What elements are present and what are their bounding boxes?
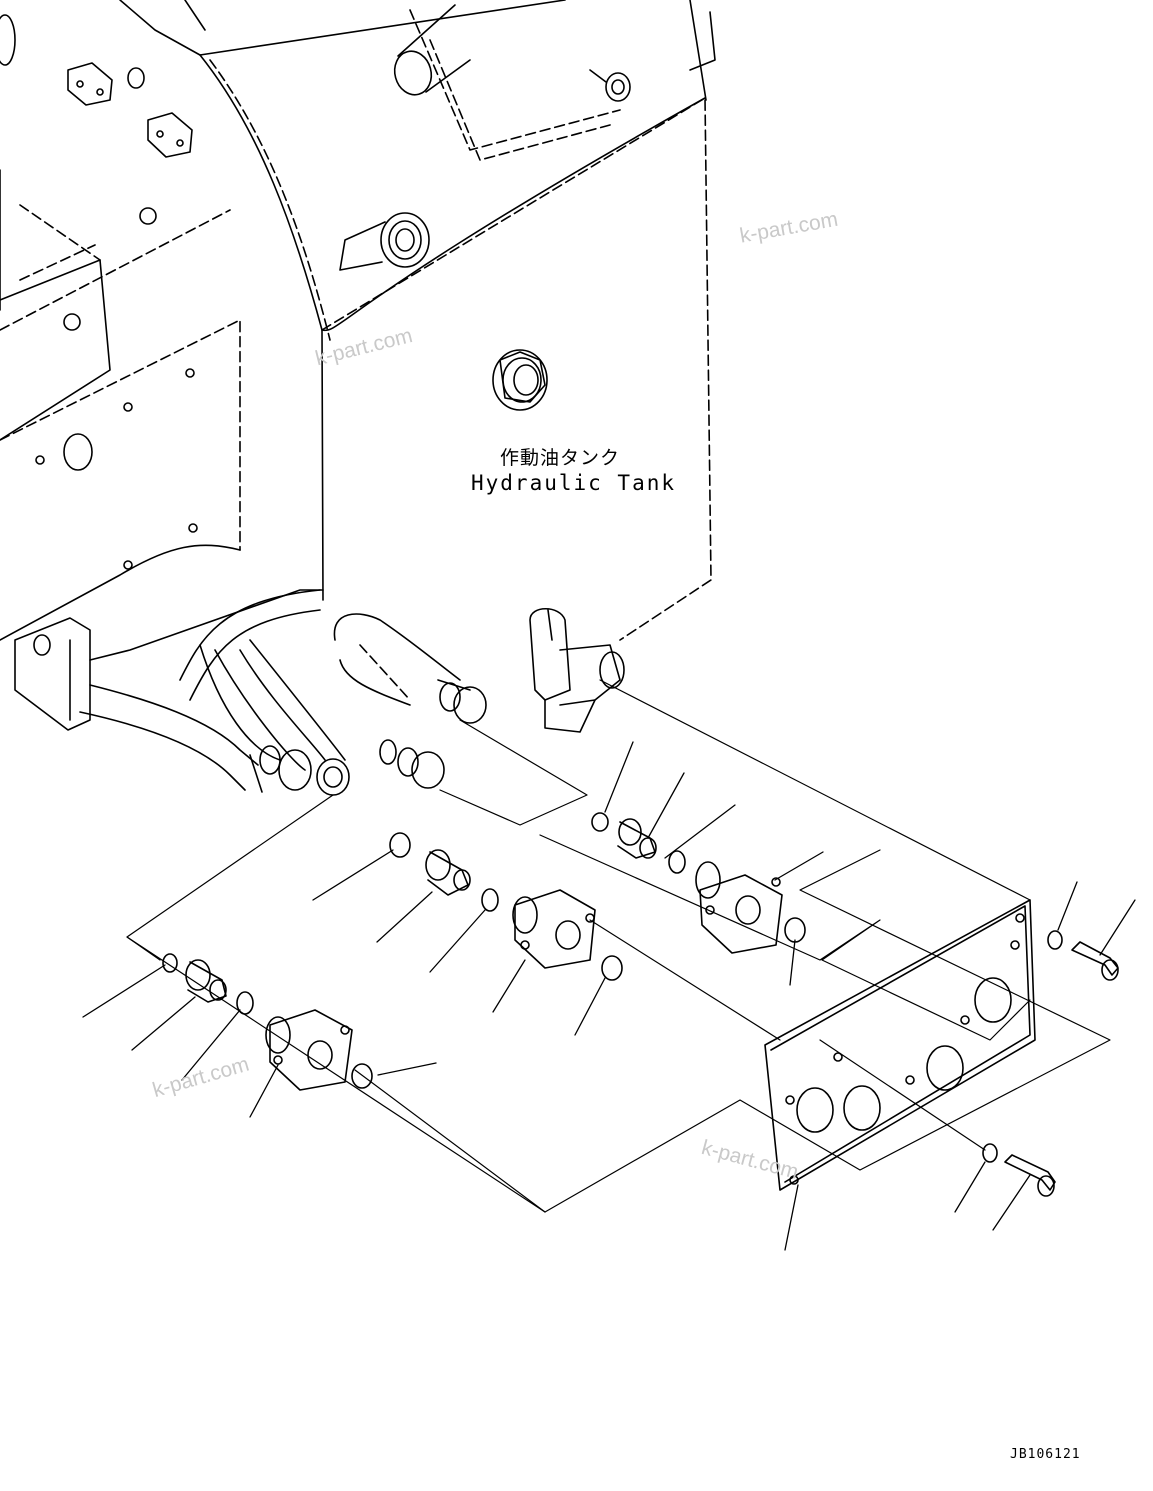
frame-structure: [0, 14, 324, 731]
tank-label-english: Hydraulic Tank: [471, 471, 677, 495]
hose-coupling: [437, 679, 487, 724]
flange-blocks: [265, 861, 783, 1091]
mounting-plate: [764, 899, 1036, 1191]
hose-coupling: [379, 739, 445, 789]
tank-label-japanese: 作動油タンク: [500, 447, 621, 469]
assembly-lines: [126, 679, 1111, 1213]
return-pipe: [393, 4, 621, 161]
tank-bottom-bracket: [529, 607, 625, 733]
tank-plug: [492, 349, 548, 411]
hose-coupling: [316, 758, 350, 796]
leader-lines: [82, 741, 1136, 1251]
hose-coupling: [249, 745, 312, 793]
sight-gauge-port: [339, 212, 430, 271]
adapter-fittings: [185, 818, 657, 1003]
o-rings: [162, 812, 1063, 1163]
breather-fitting: [589, 69, 631, 102]
drawing-number: JB106121: [1010, 1447, 1081, 1462]
hydraulic-tank: [119, 0, 716, 733]
hydraulic-hoses: [79, 589, 487, 796]
bolts: [1004, 941, 1119, 1197]
